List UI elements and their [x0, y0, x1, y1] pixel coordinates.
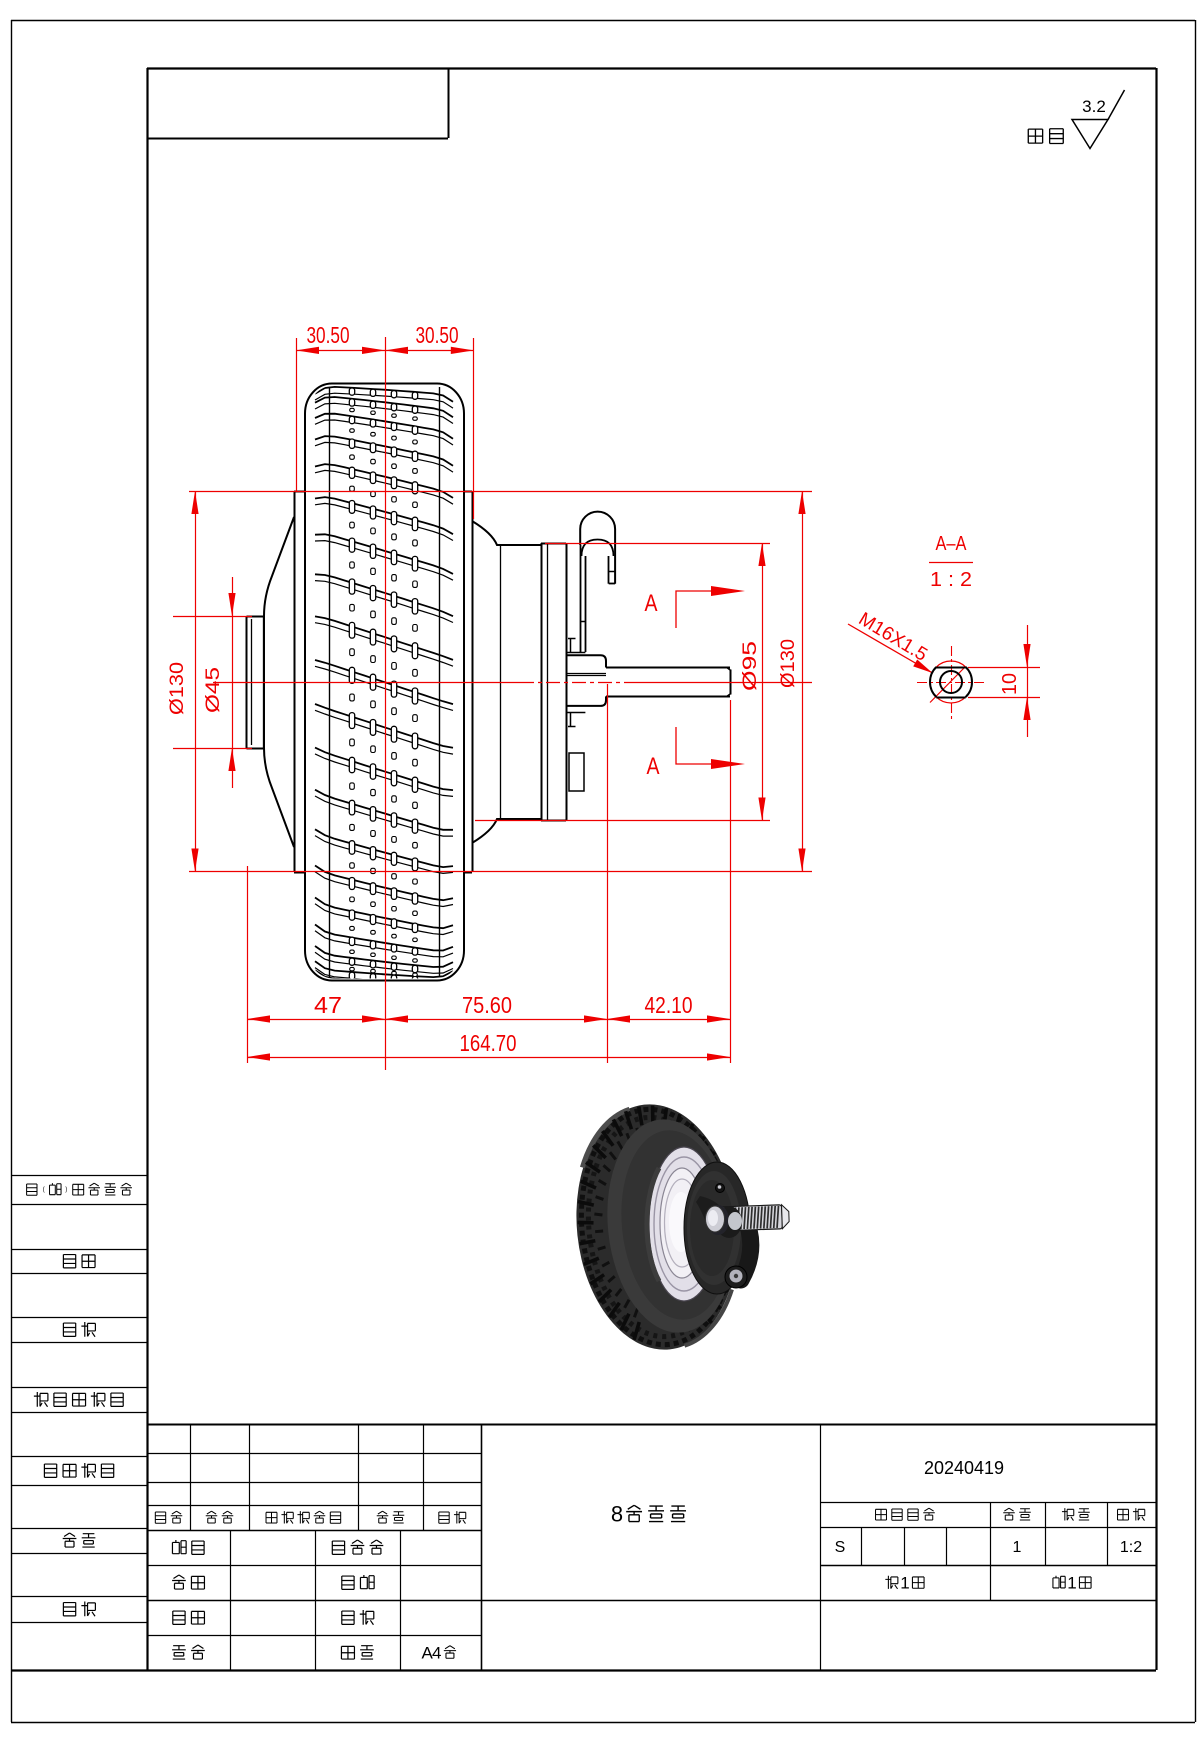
svg-text:3.2: 3.2	[1082, 97, 1106, 116]
svg-text:164.70: 164.70	[460, 1030, 517, 1056]
svg-text:Ø130: Ø130	[778, 639, 799, 688]
svg-text:4: 4	[432, 1643, 441, 1662]
svg-text:1 : 2: 1 : 2	[930, 569, 972, 591]
svg-text:A–A: A–A	[936, 533, 968, 555]
svg-text:8: 8	[611, 1502, 623, 1527]
svg-text:S: S	[835, 1539, 846, 1556]
svg-text:10: 10	[999, 673, 1021, 695]
svg-text:Ø130: Ø130	[167, 662, 188, 715]
svg-text:47: 47	[314, 992, 342, 1018]
svg-text:1: 1	[1013, 1539, 1022, 1556]
svg-text:30.50: 30.50	[307, 322, 350, 348]
svg-text:1:2: 1:2	[1120, 1539, 1142, 1556]
svg-text:Ø45: Ø45	[203, 667, 224, 713]
svg-text:75.60: 75.60	[462, 992, 512, 1018]
svg-text:Ø95: Ø95	[740, 641, 761, 691]
svg-text:42.10: 42.10	[645, 992, 693, 1018]
svg-text:20240419: 20240419	[924, 1458, 1004, 1478]
svg-text:1: 1	[900, 1573, 909, 1592]
svg-text:1: 1	[1067, 1573, 1076, 1592]
svg-text:A: A	[647, 753, 660, 780]
svg-text:A: A	[645, 590, 658, 617]
svg-text:A: A	[422, 1643, 434, 1662]
svg-text:30.50: 30.50	[416, 322, 459, 348]
